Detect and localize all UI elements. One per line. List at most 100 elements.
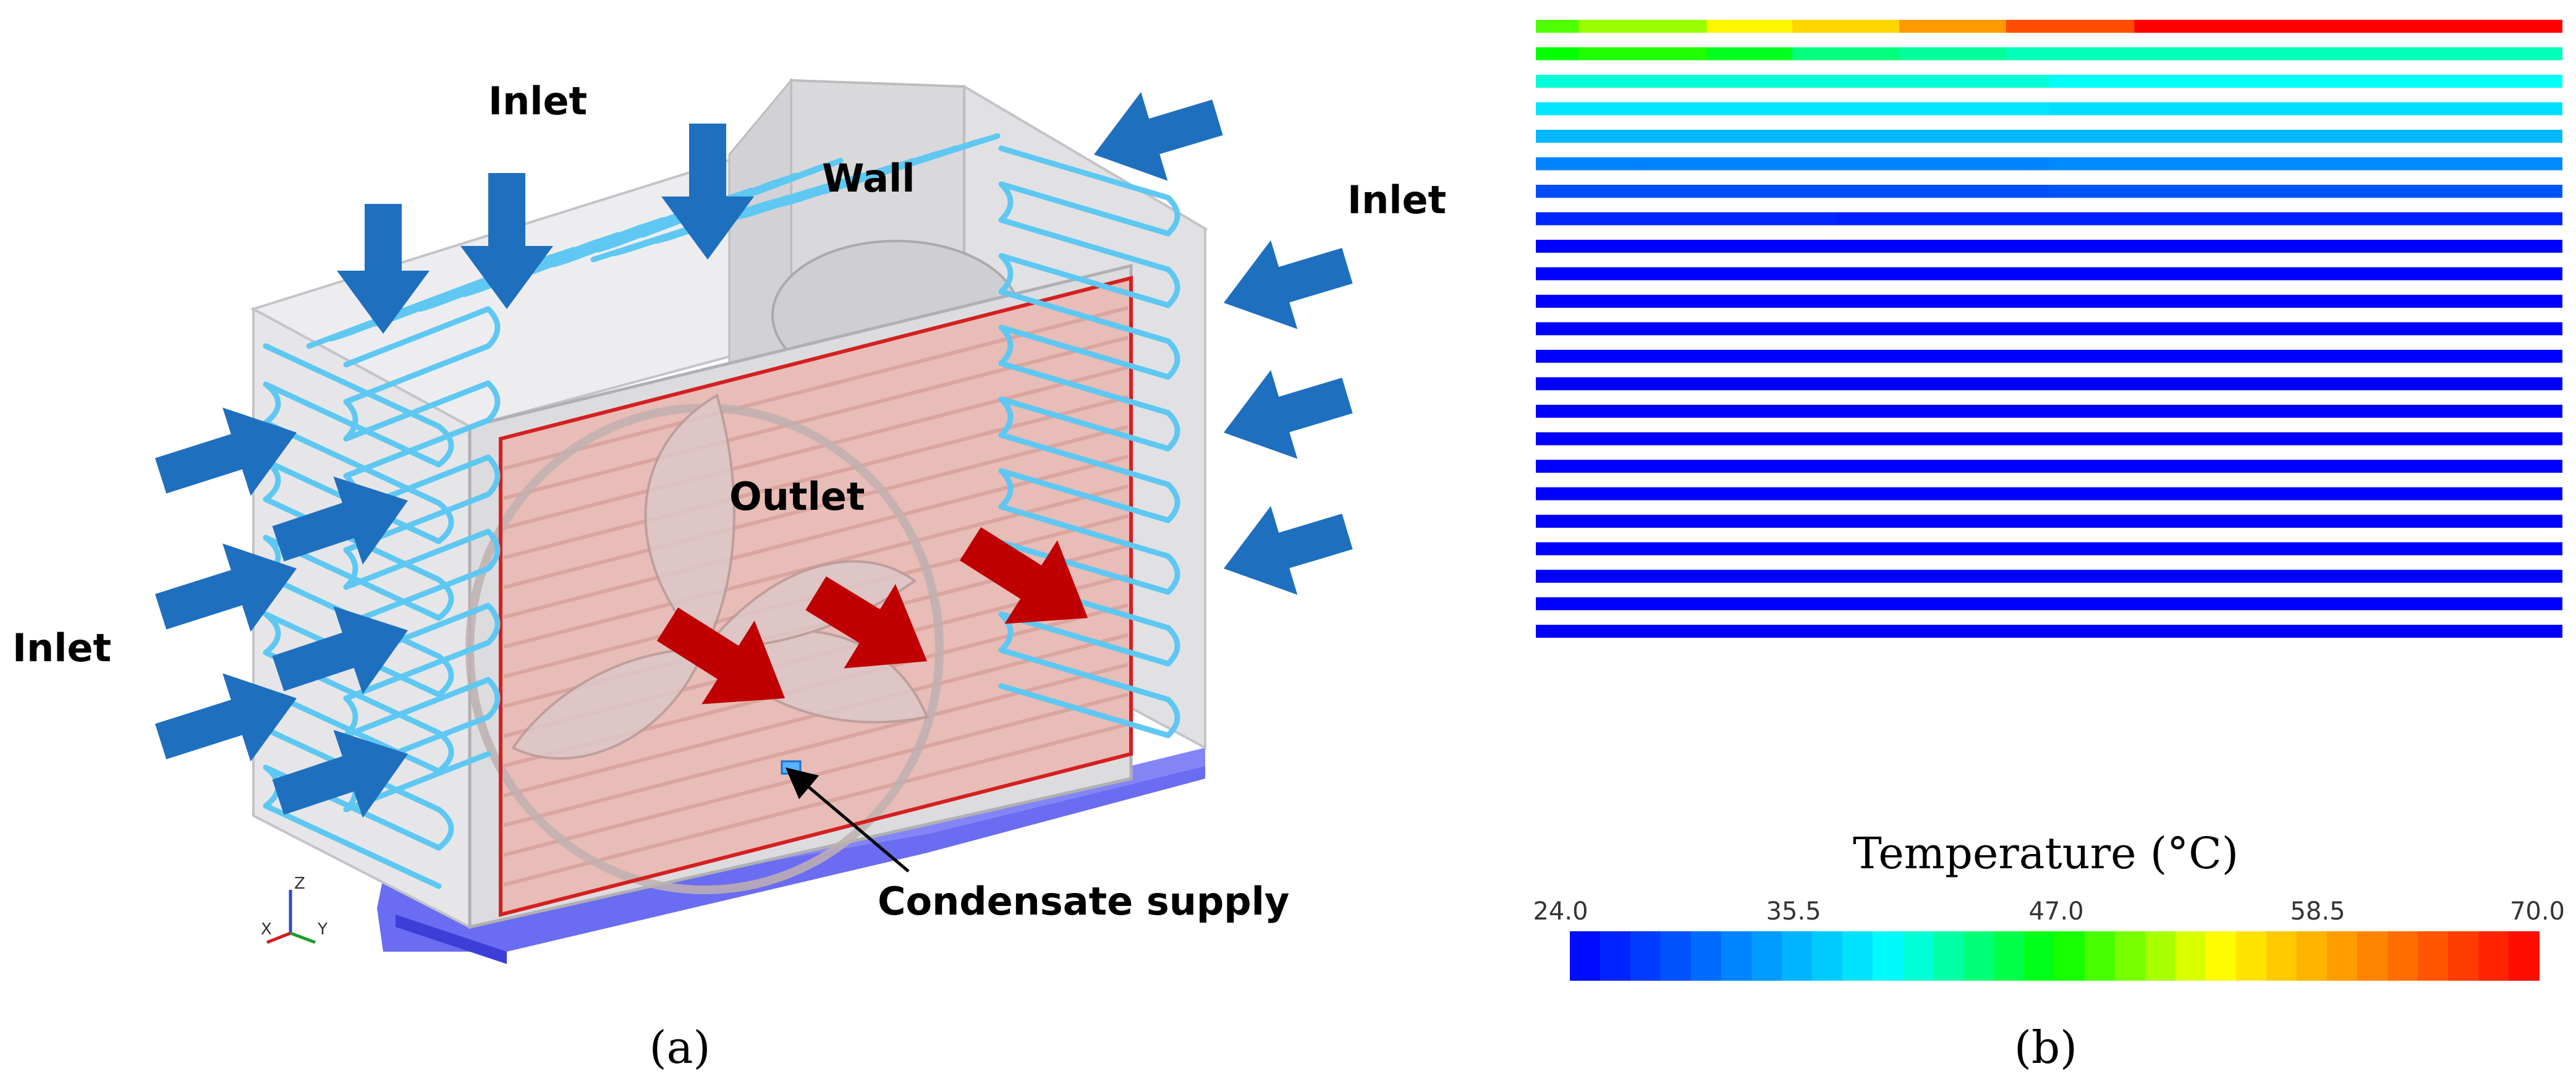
tube-band-segment <box>1878 322 1900 336</box>
tube-band-segment <box>1685 295 1708 308</box>
tube-band-segment <box>2091 542 2114 556</box>
tube-band-segment <box>2241 157 2263 171</box>
tube-band-segment <box>2219 350 2242 363</box>
tube-band-segment <box>1728 212 1750 226</box>
tube-band-segment <box>2177 185 2200 198</box>
tube-band-segment <box>1835 322 1857 336</box>
tube-band-segment <box>2305 377 2328 391</box>
tube-band-segment <box>2391 625 2413 638</box>
tube-band-segment <box>1642 515 1665 528</box>
tube-band-segment <box>1792 597 1815 611</box>
tube-band-segment <box>1856 460 1879 473</box>
colorbar-title: Temperature (°C) <box>1853 828 2239 879</box>
flow-arrow <box>1094 91 1223 181</box>
tube-band-segment <box>2348 350 2370 363</box>
tube-band-segment <box>2369 322 2392 336</box>
tube-band-segment <box>1942 542 1964 556</box>
tube-band-segment <box>2498 240 2520 253</box>
tube-band-segment <box>1578 487 1601 501</box>
tube-band-segment <box>2091 130 2114 143</box>
tube-band-segment <box>2134 542 2156 556</box>
tube-band-segment <box>2326 20 2349 33</box>
tube-band-segment <box>2070 625 2093 638</box>
tube-band-segment <box>2070 130 2093 143</box>
tube-band-segment <box>2091 515 2114 528</box>
tube-band-segment <box>2540 185 2562 198</box>
tube-band-segment <box>1664 240 1687 253</box>
tube-band-segment <box>1771 212 1793 226</box>
tube-band-segment <box>2519 267 2541 281</box>
tube-band-segment <box>2155 240 2178 253</box>
tube-band-segment <box>2540 377 2562 391</box>
tube-band-segment <box>2134 212 2156 226</box>
tube-band-segment <box>2112 295 2135 308</box>
tube-band-segment <box>1985 157 2007 171</box>
tube-band-segment <box>2498 542 2520 556</box>
tube-band-segment <box>1642 20 1665 33</box>
tube-band-segment <box>1642 47 1665 61</box>
tube-band-segment <box>2455 322 2477 336</box>
tube-band-segment <box>1835 157 1857 171</box>
condensate-supply-patch <box>781 760 802 775</box>
tube-band-segment <box>1856 75 1879 88</box>
tube-band-segment <box>1771 295 1793 308</box>
tube-band-segment <box>1813 295 1836 308</box>
tube-band-segment <box>2391 515 2413 528</box>
flow-arrow <box>1224 370 1353 459</box>
tube-band-segment <box>1963 47 1986 61</box>
tube-band-segment <box>1792 487 1815 501</box>
tube-band-segment <box>2348 240 2370 253</box>
tube-band-segment <box>1920 240 1943 253</box>
tube-band-segment <box>1642 185 1665 198</box>
tube-band-segment <box>1642 405 1665 418</box>
coil-path <box>998 145 1180 738</box>
tube-band-segment <box>2326 487 2349 501</box>
tube-band-segment <box>1749 625 1772 638</box>
louvre-line <box>503 336 1129 501</box>
tube-band-segment <box>2455 212 2477 226</box>
tube-band-segment <box>2006 75 2028 88</box>
tube-band-segment <box>2519 295 2541 308</box>
tube-band-segment <box>2412 267 2434 281</box>
tube-band-segment <box>2198 570 2221 583</box>
tube-band-segment <box>1792 432 1815 446</box>
tube-band-segment <box>2284 295 2306 308</box>
tube-band-segment <box>2455 157 2477 171</box>
tube-band-segment <box>2070 432 2093 446</box>
tube-band-segment <box>2198 515 2221 528</box>
tube-band-segment <box>1920 625 1943 638</box>
tube-band-segment <box>1728 487 1750 501</box>
tube-band-segment <box>1621 322 1643 336</box>
tube-band-segment <box>1942 460 1964 473</box>
tube-band-segment <box>1771 267 1793 281</box>
tube-band-segment <box>1578 542 1601 556</box>
tube-band-segment <box>1963 102 1986 116</box>
tube-band-segment <box>2134 432 2156 446</box>
tube-band-segment <box>2198 185 2221 198</box>
tube-band-segment <box>2455 240 2477 253</box>
tube-band-segment <box>1899 432 1921 446</box>
tube-band-segment <box>1536 212 1558 226</box>
tube-band-segment <box>2412 185 2434 198</box>
tube-band-segment <box>1771 515 1793 528</box>
colorbar-swatch <box>1933 931 1964 981</box>
tube-band-segment <box>1599 322 1622 336</box>
tube-band-segment <box>1685 377 1708 391</box>
tube-band-segment <box>2262 75 2285 88</box>
tube-band-segment <box>1835 75 1857 88</box>
tube-band-segment <box>1621 432 1643 446</box>
tube-band-segment <box>1642 212 1665 226</box>
tube-band-segment <box>2348 102 2370 116</box>
heat-exchanger-tubes <box>263 133 1180 889</box>
tube-band-segment <box>2241 570 2263 583</box>
colorbar-swatch <box>2387 931 2418 981</box>
tube-band-segment <box>1642 350 1665 363</box>
tube-band-segment <box>1706 625 1729 638</box>
tube-band-segment <box>1749 432 1772 446</box>
tube-band-segment <box>1557 157 1580 171</box>
tube-band-segment <box>2305 625 2328 638</box>
tube-band-segment <box>2433 157 2456 171</box>
tube-band-segment <box>2134 350 2156 363</box>
tube-band-segment <box>1813 542 1836 556</box>
tube-band-segment <box>1728 432 1750 446</box>
